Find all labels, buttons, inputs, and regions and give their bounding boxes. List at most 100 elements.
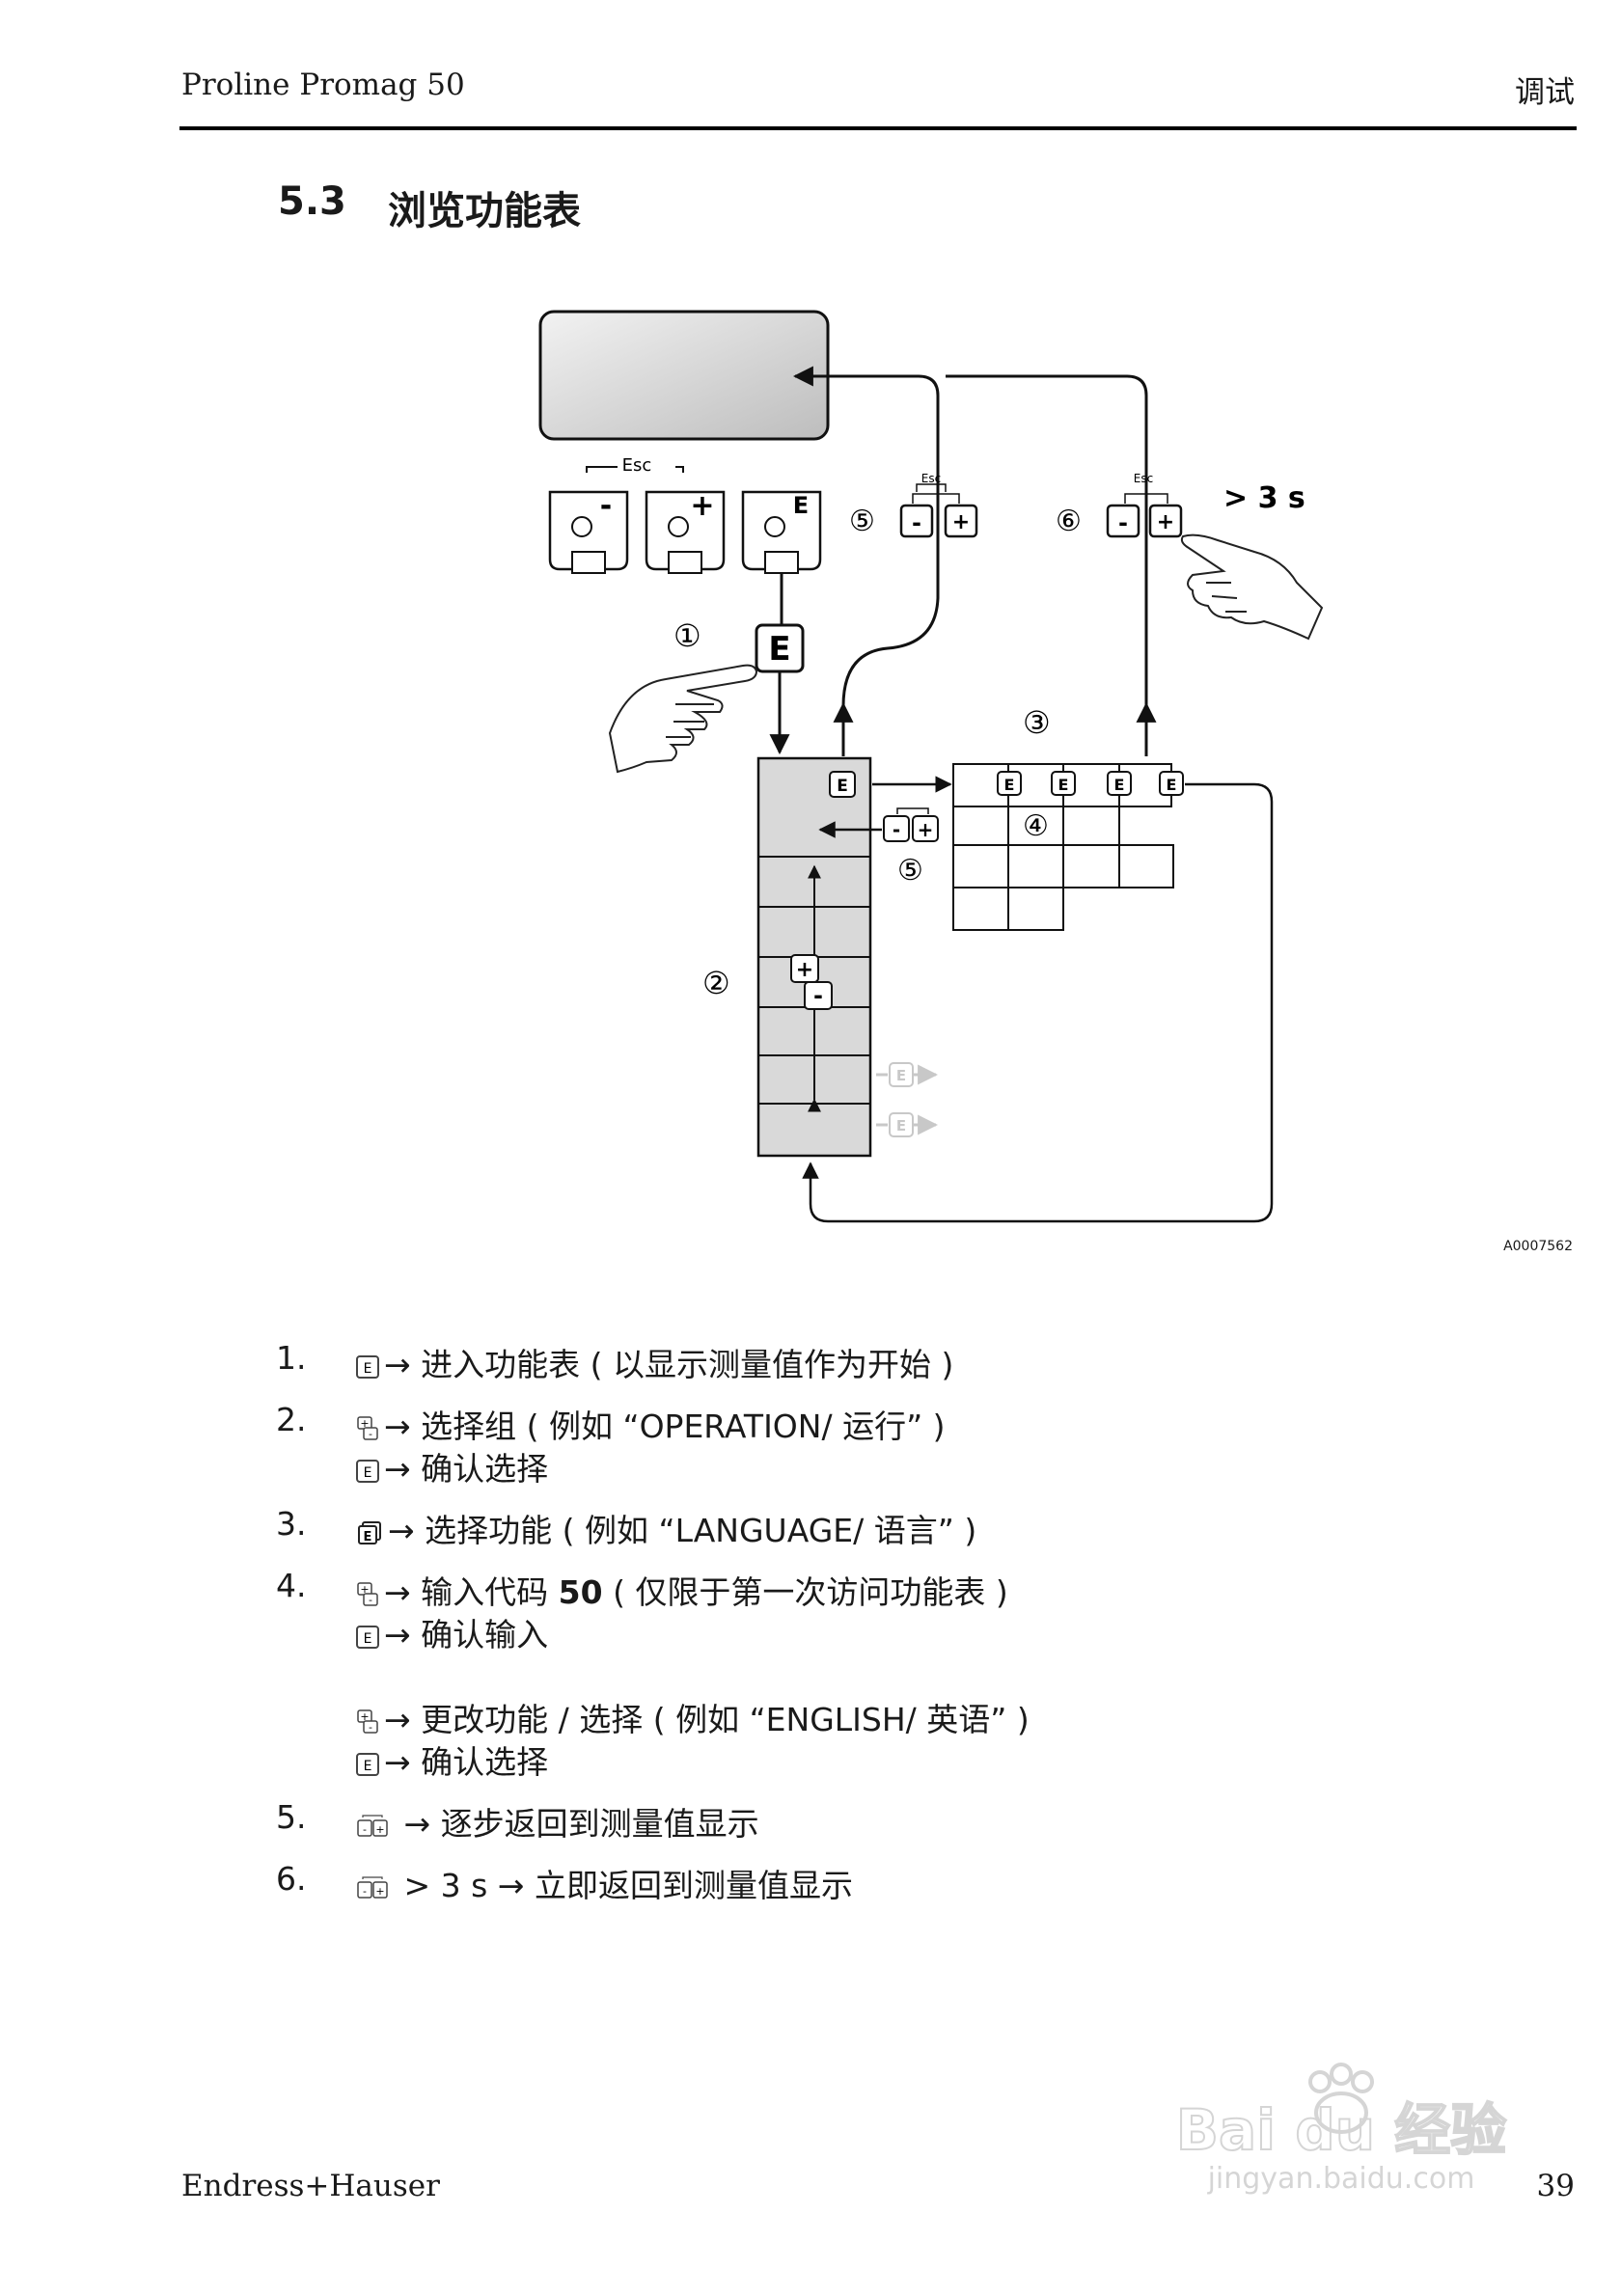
- device-plus-key[interactable]: +: [645, 489, 726, 574]
- figure-id: A0007562: [1503, 1239, 1573, 1254]
- step-line: +-→ 选择组 ( 例如 “OPERATION/ 运行” ): [355, 1401, 946, 1447]
- label-4: ④: [1023, 809, 1049, 843]
- e-key-repeat-icon: E: [358, 1520, 381, 1544]
- label-2: ②: [702, 965, 730, 1001]
- svg-text:E: E: [1114, 776, 1125, 794]
- svg-text:-: -: [369, 1594, 372, 1606]
- step-line: E→ 选择功能 ( 例如 “LANGUAGE/ 语言” ): [355, 1505, 976, 1551]
- svg-text:-: -: [813, 982, 823, 1009]
- svg-text:E: E: [364, 1631, 372, 1647]
- esc-keys-5: Esc - +: [899, 472, 978, 538]
- svg-text:+: +: [796, 958, 813, 982]
- pressing-hand-right-icon: [1180, 533, 1324, 641]
- header-product-name: Proline Promag 50: [181, 68, 465, 102]
- section-title: 浏览功能表: [388, 189, 581, 233]
- svg-text:E: E: [896, 1117, 906, 1134]
- svg-text:+: +: [375, 1885, 384, 1898]
- svg-text:E: E: [364, 1530, 372, 1544]
- step-line: E→ 确认选择: [355, 1443, 548, 1490]
- svg-text:E: E: [837, 777, 848, 796]
- table-esc-keys: - +: [883, 807, 939, 842]
- navigation-diagram: Esc - + E E ①: [538, 310, 1324, 1223]
- footer-brand: Endress+Hauser: [181, 2169, 440, 2203]
- svg-text:E: E: [768, 630, 790, 669]
- step-number: 3.: [276, 1505, 307, 1543]
- svg-text:+: +: [360, 1583, 369, 1596]
- header-chapter: 调试: [1515, 75, 1575, 110]
- svg-text:+: +: [918, 818, 934, 841]
- step-number: 1.: [276, 1339, 307, 1377]
- svg-text:+: +: [690, 489, 714, 523]
- pointing-hand-left-icon: [608, 664, 758, 774]
- step-number: 4.: [276, 1567, 307, 1604]
- svg-text:+: +: [952, 510, 970, 534]
- plus-minus-keys-icon: +-: [357, 1415, 378, 1440]
- svg-text:E: E: [1058, 776, 1069, 794]
- svg-text:-: -: [912, 509, 921, 536]
- step-number: 5.: [276, 1798, 307, 1836]
- svg-text:Esc: Esc: [921, 472, 941, 485]
- step-line: E→ 进入功能表 ( 以显示测量值作为开始 ): [355, 1339, 953, 1385]
- step-line: +-→ 输入代码 50 ( 仅限于第一次访问功能表 ): [355, 1567, 1008, 1613]
- label-6: ⑥: [1056, 505, 1082, 538]
- svg-text:E: E: [1004, 776, 1015, 794]
- function-table: E E E E: [952, 763, 1184, 931]
- svg-text:Bai du 经验: Bai du 经验: [1176, 2097, 1506, 2163]
- svg-text:E: E: [364, 1759, 372, 1774]
- plus-minus-keys-icon: +-: [357, 1708, 378, 1734]
- step-number: 2.: [276, 1401, 307, 1438]
- svg-text:-: -: [363, 1823, 367, 1836]
- svg-text:-: -: [600, 489, 612, 523]
- list-e-key: E: [829, 771, 856, 798]
- svg-text:jingyan.baidu.com: jingyan.baidu.com: [1207, 2162, 1475, 2196]
- svg-text:+: +: [375, 1823, 384, 1836]
- device-esc-label: Esc: [622, 455, 652, 476]
- gray-e-arrows: E E: [876, 1062, 939, 1137]
- label-3: ③: [1023, 704, 1051, 741]
- step-line: E→ 确认选择: [355, 1736, 548, 1783]
- svg-text:-: -: [893, 818, 900, 841]
- svg-text:-: -: [1118, 509, 1128, 536]
- label-1: ①: [673, 617, 701, 654]
- hold-duration-label: > 3 s: [1223, 481, 1305, 515]
- baidu-watermark: Bai du 经验 jingyan.baidu.com: [1175, 2063, 1507, 2196]
- e-key-icon: E: [356, 1459, 379, 1483]
- esc-keys-6: Esc - +: [1106, 472, 1183, 538]
- e-key-icon: E: [356, 1354, 379, 1379]
- esc-keys-icon: -+: [357, 1814, 388, 1837]
- label-5-lower: ⑤: [897, 854, 923, 888]
- big-e-key: E: [755, 623, 805, 673]
- step-line: +-→ 更改功能 / 选择 ( 例如 “ENGLISH/ 英语” ): [355, 1694, 1030, 1740]
- e-key-icon: E: [356, 1752, 379, 1776]
- list-plus-key: +: [790, 954, 819, 983]
- group-list: + -: [756, 756, 872, 1158]
- svg-text:-: -: [363, 1885, 367, 1898]
- e-key-icon: E: [356, 1625, 379, 1649]
- svg-text:+: +: [360, 1417, 369, 1430]
- esc-keys-icon: -+: [357, 1875, 388, 1899]
- label-5-upper: ⑤: [849, 505, 875, 538]
- step-line: E→ 确认输入: [355, 1609, 548, 1655]
- svg-text:Esc: Esc: [1134, 472, 1153, 485]
- svg-text:+: +: [360, 1710, 369, 1723]
- device-e-key[interactable]: E: [741, 490, 822, 574]
- svg-text:E: E: [793, 492, 809, 519]
- step-line: -+ → 逐步返回到测量值显示: [355, 1798, 759, 1845]
- svg-text:+: +: [1157, 510, 1174, 534]
- step-line: -+ > 3 s → 立即返回到测量值显示: [355, 1860, 853, 1906]
- step-number: 6.: [276, 1860, 307, 1898]
- header-rule: [179, 126, 1577, 130]
- section-number: 5.3: [278, 179, 346, 224]
- access-code: 50: [558, 1573, 603, 1611]
- arrow-loop-return: [802, 782, 1274, 1223]
- plus-minus-keys-icon: +-: [357, 1581, 378, 1606]
- lcd-display: [538, 310, 830, 441]
- svg-text:E: E: [364, 1465, 372, 1481]
- svg-text:-: -: [369, 1721, 372, 1734]
- device-keypad: Esc - + E: [548, 455, 822, 574]
- page-number: 39: [1536, 2169, 1575, 2203]
- svg-text:E: E: [896, 1067, 906, 1084]
- device-minus-key[interactable]: -: [548, 489, 629, 574]
- svg-text:E: E: [364, 1361, 372, 1377]
- svg-text:-: -: [369, 1428, 372, 1440]
